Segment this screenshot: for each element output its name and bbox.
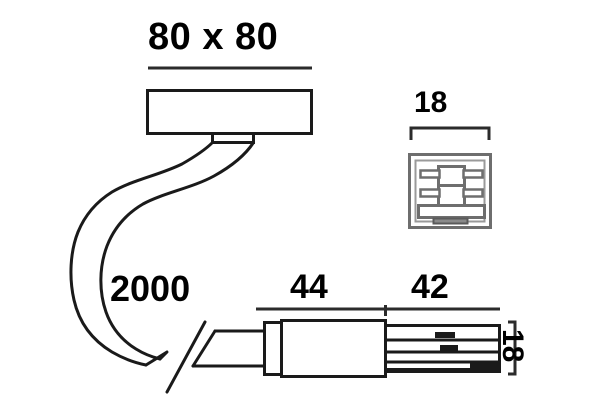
cable-cut-tip — [144, 350, 169, 367]
cable-outline-outer — [69, 141, 214, 367]
detail-contact-block-lower — [437, 184, 466, 207]
plug-contact-tab-upper — [435, 332, 455, 338]
detail-prong-right-lower — [462, 188, 484, 198]
connector-body-length-label: 44 — [290, 268, 328, 306]
plug-height-bracket — [508, 320, 517, 376]
cable-break-slash — [165, 320, 207, 394]
plug-base-strip — [386, 368, 472, 373]
detail-width-bracket — [409, 126, 491, 140]
detail-prong-left-upper — [419, 169, 441, 179]
canopy-width-label: 80 x 80 — [148, 16, 279, 58]
connector-body — [280, 319, 387, 378]
plug-contact-tab-lower — [440, 345, 458, 351]
connector-collar — [263, 321, 283, 376]
cable-outline-inner — [99, 141, 255, 361]
detail-view-width-label: 18 — [414, 86, 448, 119]
detail-contact-block-upper — [437, 165, 466, 187]
detail-base-plate — [417, 204, 486, 219]
detail-base-shim — [432, 217, 469, 225]
detail-prong-left-lower — [419, 188, 441, 198]
cable-length-label: 2000 — [110, 268, 191, 309]
plug-height-label: 18 — [496, 329, 529, 363]
canopy-body — [146, 89, 313, 135]
canopy-cable-outlet-neck — [211, 132, 255, 144]
cable-segment-cut-edge — [191, 329, 217, 368]
plug-latch-block — [470, 363, 498, 372]
detail-prong-right-upper — [462, 169, 484, 179]
connector-plug-length-label: 42 — [411, 268, 449, 306]
